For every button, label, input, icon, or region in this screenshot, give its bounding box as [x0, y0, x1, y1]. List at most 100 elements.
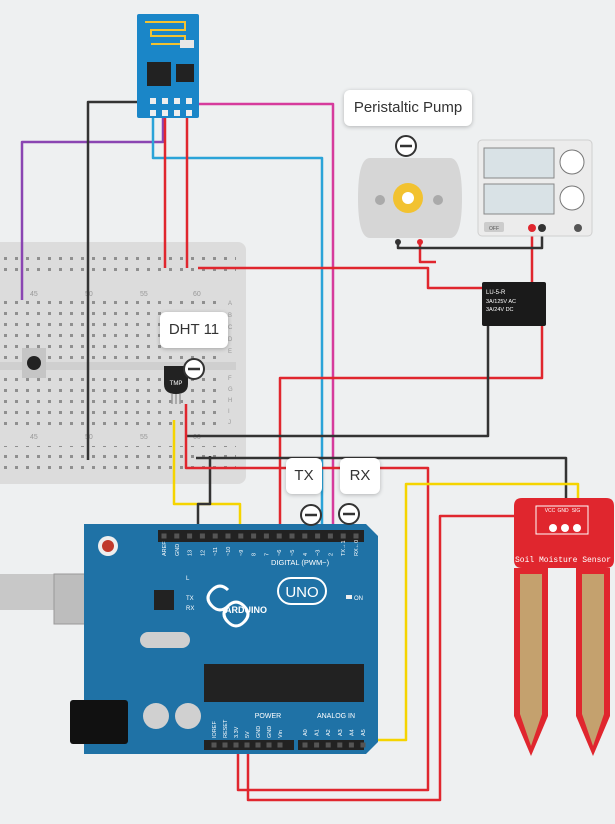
led-label: TX — [186, 596, 194, 602]
breadboard-row-label: A — [228, 301, 232, 307]
analog-pin-socket[interactable] — [337, 742, 343, 748]
power-pin-label: GND — [256, 726, 262, 738]
analog-pin-socket[interactable] — [302, 742, 308, 748]
wire-purple — [20, 112, 165, 300]
digital-pin-socket[interactable] — [212, 533, 218, 539]
digital-pin-socket[interactable] — [340, 533, 346, 539]
digital-pin-label: GND — [175, 544, 181, 556]
digital-pin-label: RX←0 — [354, 540, 360, 556]
digital-pin-socket[interactable] — [225, 533, 231, 539]
power-pin-socket[interactable] — [211, 742, 217, 748]
wire-black-dht — [196, 456, 212, 528]
breadboard-column-label: 45 — [30, 291, 38, 298]
digital-pin-socket[interactable] — [289, 533, 295, 539]
breadboard-row-label: F — [228, 376, 232, 382]
power-pin-socket[interactable] — [266, 742, 272, 748]
arduino-uno: UNO ARDUINO DIGITAL (PWM~) POWER ANALOG … — [0, 524, 378, 754]
analog-pin-socket[interactable] — [360, 742, 366, 748]
sensor-pin-label: SIG — [572, 508, 581, 514]
digital-pin-label: 2 — [328, 553, 334, 556]
digital-pin-label: 8 — [252, 553, 258, 556]
digital-pin-label: TX→1 — [341, 540, 347, 556]
soil-moisture-sensor: VCC GND SIG Soil Moisture Sensor — [514, 498, 614, 756]
analog-pin-label: A1 — [315, 729, 321, 736]
power-pin-socket[interactable] — [233, 742, 239, 748]
digital-pin-label: ~5 — [290, 550, 296, 556]
breadboard-column-label: 55 — [140, 434, 148, 441]
digital-pin-socket[interactable] — [327, 533, 333, 539]
digital-pin-socket[interactable] — [263, 533, 269, 539]
led-label: RX — [186, 606, 194, 612]
relay-rating-ac: 3A/125V AC — [486, 299, 516, 305]
psu-off-label: OFF — [489, 226, 499, 232]
breadboard-row-label: H — [228, 398, 232, 404]
breadboard-row-label: E — [228, 349, 232, 355]
sensor-name: Soil Moisture Sensor — [515, 556, 611, 565]
power-pin-socket[interactable] — [244, 742, 250, 748]
digital-pin-socket[interactable] — [251, 533, 257, 539]
digital-pin-socket[interactable] — [199, 533, 205, 539]
relay: LU-5-R 3A/125V AC 3A/24V DC — [482, 282, 546, 326]
digital-pin-socket[interactable] — [187, 533, 193, 539]
digital-pin-label: ~3 — [316, 550, 322, 556]
power-pin-socket[interactable] — [255, 742, 261, 748]
digital-pin-socket[interactable] — [276, 533, 282, 539]
callout-pins — [183, 135, 417, 526]
analog-pin-socket[interactable] — [314, 742, 320, 748]
digital-header-label: DIGITAL (PWM~) — [271, 558, 330, 567]
digital-pin-socket[interactable] — [302, 533, 308, 539]
digital-pin-label: ~10 — [226, 547, 232, 556]
pump-label: Peristaltic Pump — [344, 90, 472, 126]
power-pin-label: RESET — [223, 719, 229, 738]
digital-pin-socket[interactable] — [315, 533, 321, 539]
breadboard-column-label: 55 — [140, 291, 148, 298]
wire-yellow-sensor — [368, 482, 580, 742]
breadboard-row-label: G — [228, 387, 233, 393]
power-pin-label: Vin — [278, 730, 284, 738]
wire-black-relay — [185, 318, 490, 438]
analog-pin-socket[interactable] — [348, 742, 354, 748]
breadboard-row-label: B — [228, 313, 232, 319]
wire-red-rail — [198, 266, 488, 290]
digital-pin-socket[interactable] — [174, 533, 180, 539]
arduino-brand: ARDUINO — [225, 605, 267, 615]
sensor-pin-label: VCC — [545, 508, 556, 514]
tx-label: TX — [286, 458, 322, 494]
relay-label: LU-5-R — [486, 290, 506, 296]
wire-blue-tx — [151, 112, 324, 528]
digital-pin-label: AREF — [162, 541, 168, 556]
digital-pin-socket[interactable] — [161, 533, 167, 539]
breadboard-column-label: 60 — [193, 434, 201, 441]
power-pin-socket[interactable] — [277, 742, 283, 748]
breadboard-row-label: J — [228, 420, 231, 426]
digital-pin-socket[interactable] — [353, 533, 359, 539]
wire-red-relay-pin7 — [278, 318, 544, 528]
relay-rating-dc: 3A/24V DC — [486, 307, 514, 313]
analog-pin-socket[interactable] — [325, 742, 331, 748]
power-pin-label: IOREF — [212, 721, 218, 738]
arduino-model: UNO — [285, 584, 318, 601]
wire-red-pump — [418, 242, 436, 264]
wire-red-sensor — [246, 514, 516, 802]
analog-pin-label: A4 — [349, 729, 355, 736]
power-pin-label: 5V — [245, 731, 251, 738]
digital-pin-label: ~6 — [277, 550, 283, 556]
wire-magenta-rx — [197, 102, 335, 528]
arduino-logo-icon — [206, 584, 250, 628]
peristaltic-pump — [358, 158, 462, 245]
digital-pin-label: 7 — [264, 553, 270, 556]
power-pin-label: 3.3V — [234, 726, 240, 738]
analog-pin-label: A3 — [338, 729, 344, 736]
breadboard-column-label: 60 — [193, 291, 201, 298]
digital-pin-socket[interactable] — [238, 533, 244, 539]
digital-pin-label: 12 — [200, 550, 206, 556]
breadboard-column-label: 45 — [30, 434, 38, 441]
esp8266-module — [137, 14, 199, 118]
digital-pin-label: 4 — [303, 553, 309, 556]
power-header-label: POWER — [255, 713, 281, 720]
dht11-sensor: TMP — [164, 366, 188, 404]
power-pin-socket[interactable] — [222, 742, 228, 748]
wire-red-dht — [184, 404, 430, 792]
